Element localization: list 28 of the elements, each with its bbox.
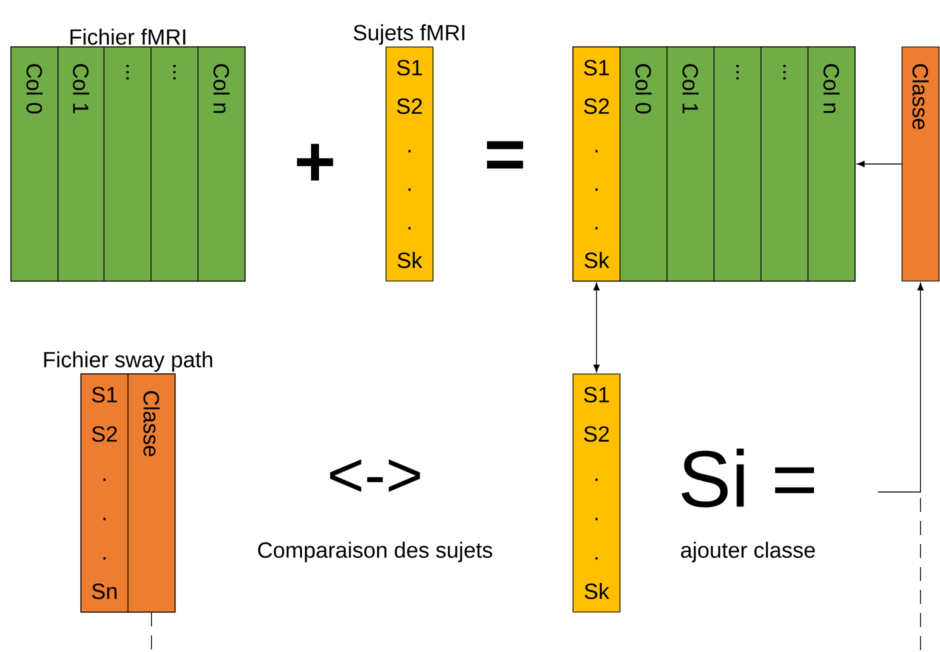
- column-box: Col 1: [666, 46, 714, 282]
- column-box: ...: [714, 46, 762, 282]
- column-box: S1 S2 . . . Sk: [386, 46, 434, 282]
- column-box: Col 1: [58, 46, 104, 282]
- column-box: S1 S2 . . . Sk: [572, 46, 620, 282]
- column-box: S1 S2 . . . Sk: [572, 374, 620, 612]
- column-box: Classe: [902, 46, 940, 282]
- column-box: ...: [104, 46, 152, 282]
- caption-text: Comparaison des sujets: [258, 542, 492, 562]
- column-box: ...: [760, 46, 808, 282]
- arrow: [856, 160, 902, 168]
- condition-text: Si =: [682, 448, 814, 508]
- arrow: [878, 282, 924, 492]
- heading: Sujets fMRI: [354, 24, 464, 45]
- column-box: Col n: [198, 46, 246, 282]
- column-box: S1 S2 . . . Sn: [80, 374, 128, 612]
- plus-sign: +: [297, 144, 334, 180]
- column-box: Col 0: [10, 46, 58, 282]
- caption-text: ajouter classe: [681, 542, 815, 562]
- column-box: Col n: [808, 46, 856, 282]
- arrow: [593, 282, 600, 372]
- equals-sign: =: [486, 141, 524, 168]
- heading: Fichier sway path: [44, 351, 212, 372]
- column-box: Classe: [128, 374, 176, 612]
- column-box: ...: [150, 46, 198, 282]
- column-box: Col 0: [620, 46, 668, 282]
- heading: Fichier fMRI: [70, 28, 186, 45]
- comparison-symbol: <->: [330, 459, 420, 492]
